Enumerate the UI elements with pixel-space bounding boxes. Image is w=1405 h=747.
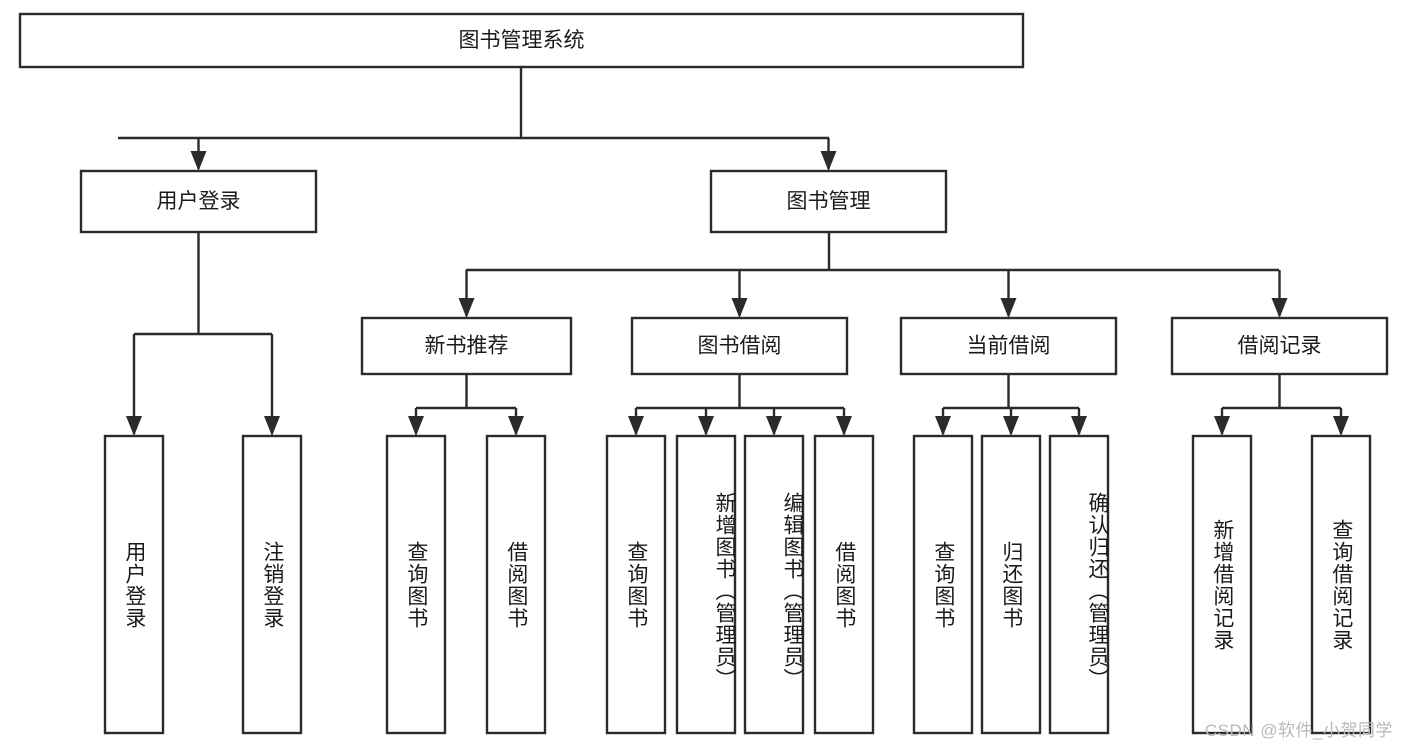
arrow-head-icon (408, 416, 424, 436)
node-box-leaf-11[interactable] (1191, 434, 1253, 735)
node-box-level2-0[interactable] (360, 316, 573, 376)
arrow-head-icon (766, 416, 782, 436)
node-label-level2-0: 新书推荐 (425, 335, 509, 358)
node-box-leaf-10[interactable] (1048, 434, 1110, 735)
arrow-head-icon (508, 416, 524, 436)
arrow-head-icon (458, 298, 475, 318)
node-box-level2-1[interactable] (630, 316, 849, 376)
connector-layer (118, 67, 1349, 436)
node-box-leaf-5[interactable] (675, 434, 737, 735)
node-box-leaf-7[interactable] (813, 434, 875, 735)
node-label-level1-0: 用户登录 (157, 190, 241, 213)
node-label-level2-1: 图书借阅 (698, 335, 782, 358)
arrow-head-icon (1003, 416, 1019, 436)
arrow-head-icon (126, 416, 142, 436)
arrow-head-icon (731, 298, 748, 318)
node-box-leaf-9[interactable] (980, 434, 1042, 735)
node-box-leaf-1[interactable] (241, 434, 303, 735)
node-label-level2-3: 借阅记录 (1238, 335, 1322, 358)
arrow-head-icon (820, 151, 837, 171)
arrow-head-icon (1333, 416, 1349, 436)
node-box-leaf-3[interactable] (485, 434, 547, 735)
node-box-leaf-12[interactable] (1310, 434, 1372, 735)
node-box-level1-1[interactable] (709, 169, 948, 234)
node-box-leaf-4[interactable] (605, 434, 667, 735)
csdn-watermark: CSDN @软件_小贺同学 (1204, 721, 1393, 740)
node-label-root: 图书管理系统 (459, 29, 585, 52)
node-box-leaf-0[interactable] (103, 434, 165, 735)
node-box-leaf-2[interactable] (385, 434, 447, 735)
node-box-level2-3[interactable] (1170, 316, 1389, 376)
arrow-head-icon (1214, 416, 1230, 436)
node-box-root[interactable] (18, 12, 1025, 69)
node-box-level1-0[interactable] (79, 169, 318, 234)
node-box-level2-2[interactable] (899, 316, 1118, 376)
arrow-head-icon (935, 416, 951, 436)
arrow-head-icon (1071, 416, 1087, 436)
node-box-leaf-8[interactable] (912, 434, 974, 735)
node-box-leaf-6[interactable] (743, 434, 805, 735)
arrow-head-icon (190, 151, 207, 171)
arrow-head-icon (1271, 298, 1288, 318)
arrow-head-icon (264, 416, 280, 436)
arrow-head-icon (836, 416, 852, 436)
node-label-level2-2: 当前借阅 (967, 335, 1051, 358)
node-label-level1-1: 图书管理 (787, 190, 871, 213)
arrow-head-icon (1000, 298, 1017, 318)
arrow-head-icon (698, 416, 714, 436)
box-layer (18, 12, 1389, 735)
arrow-head-icon (628, 416, 644, 436)
